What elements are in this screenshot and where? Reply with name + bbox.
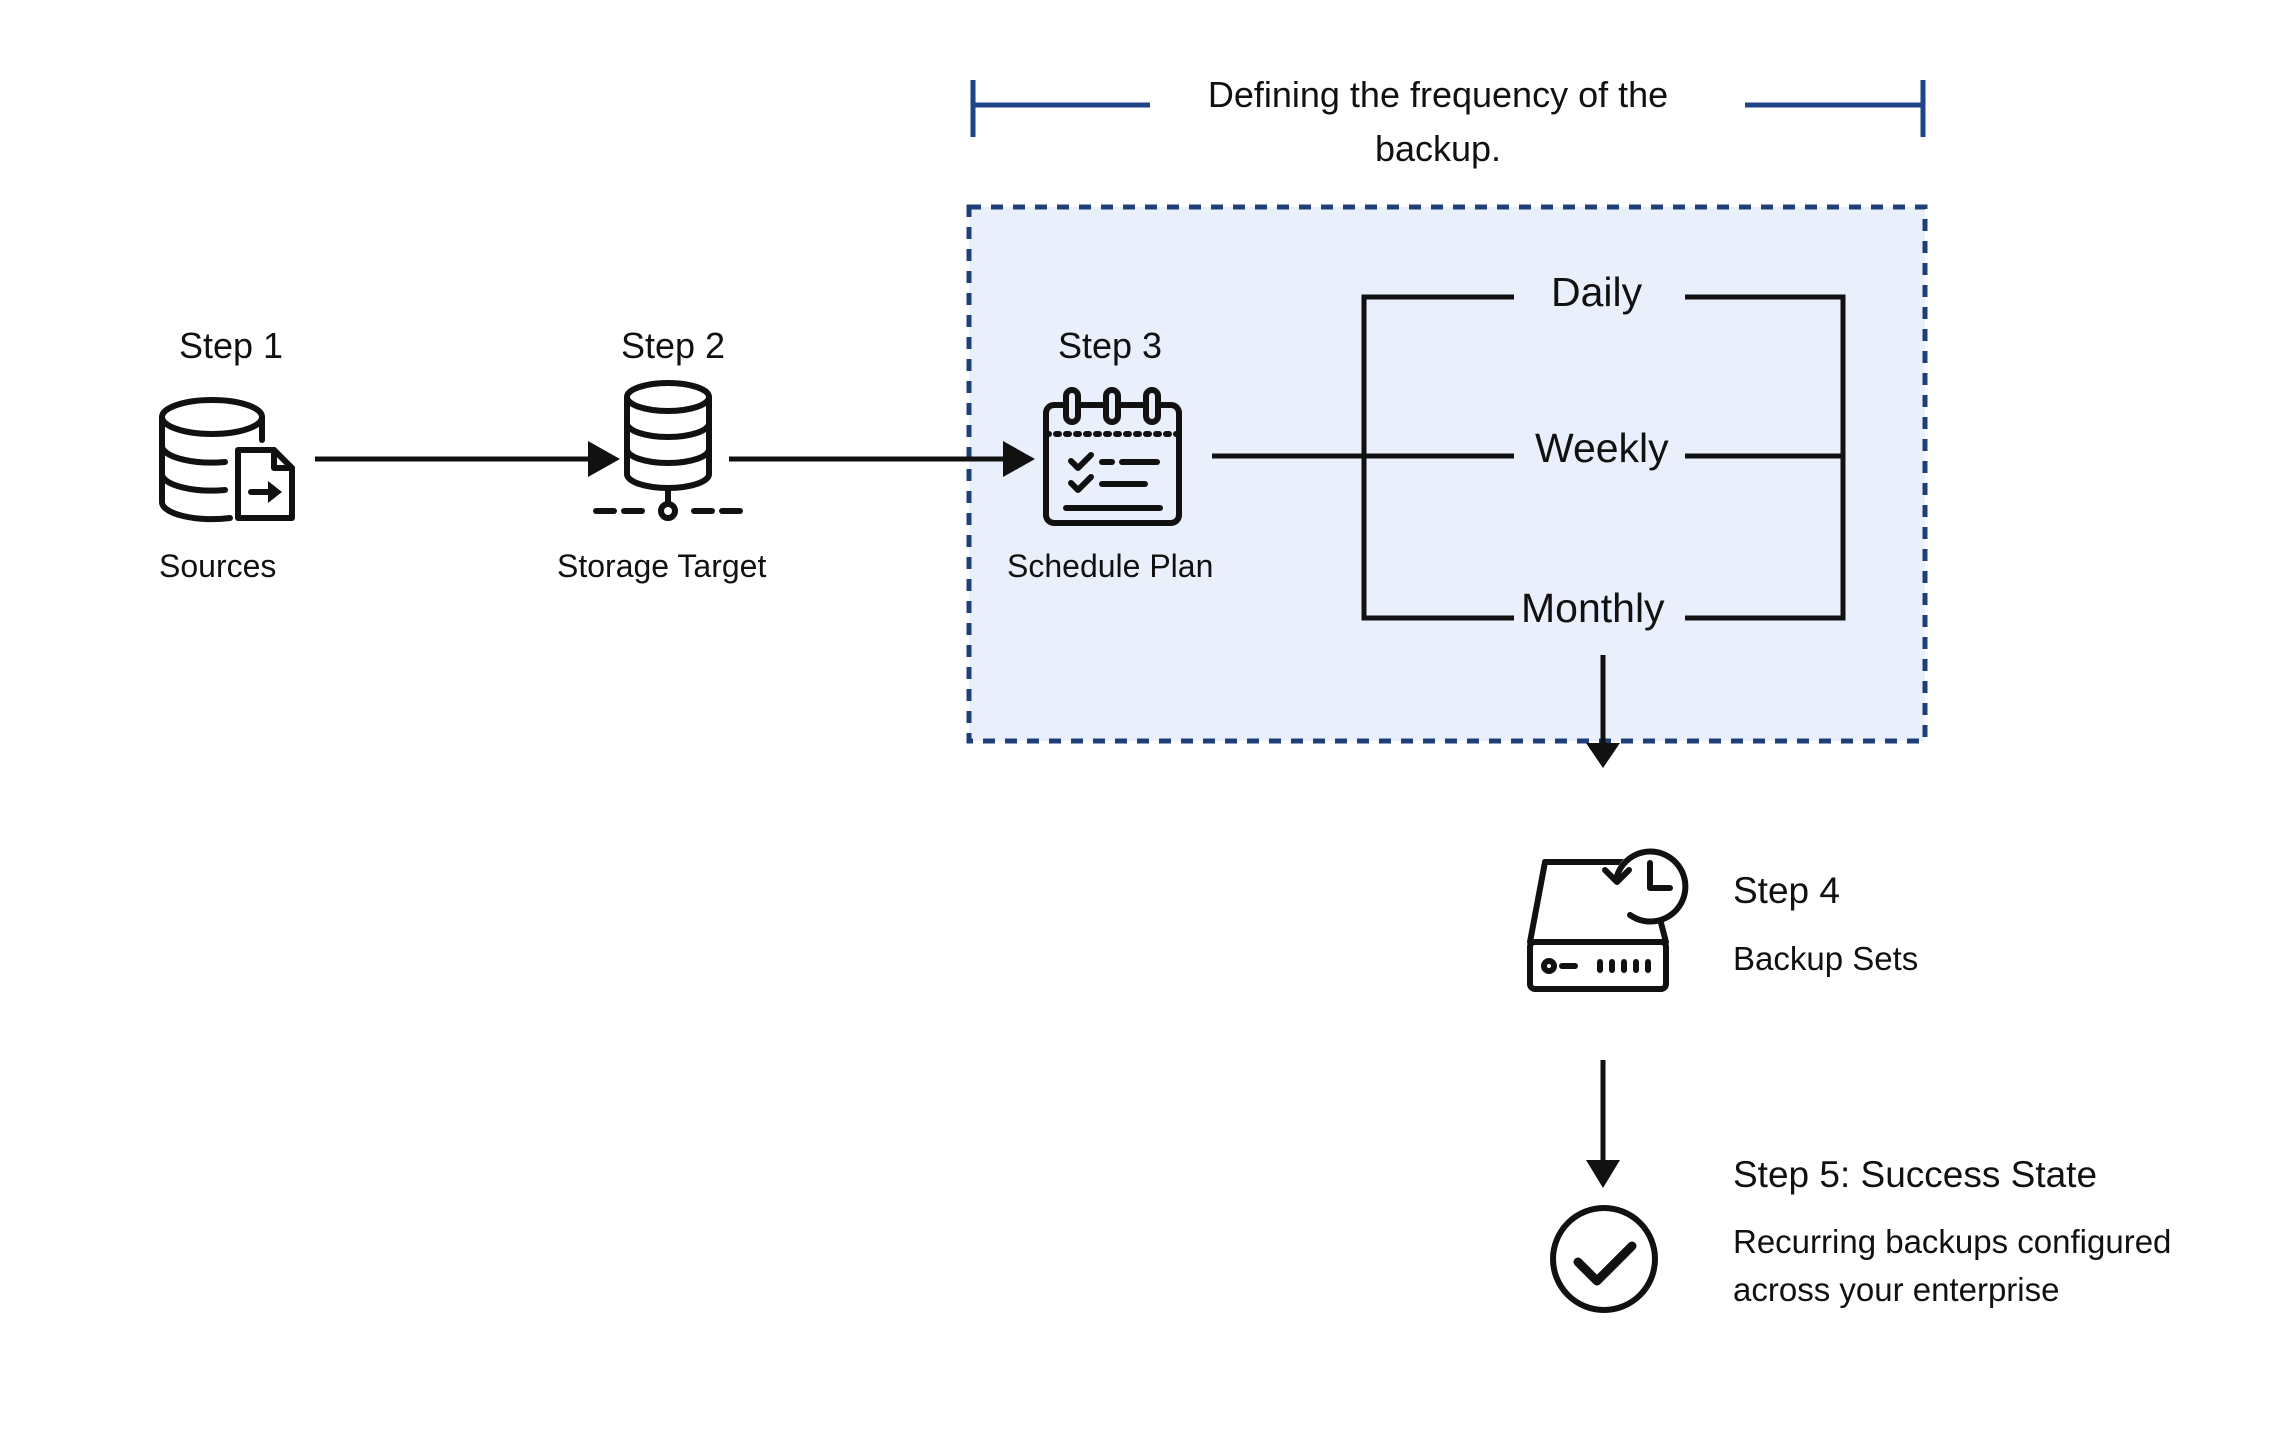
step3-name: Schedule Plan — [1007, 548, 1214, 584]
frequency-caption: Defining the frequency of the backup. — [1207, 74, 1669, 169]
arrow-schedule-to-step4 — [1586, 655, 1620, 768]
frequency-monthly: Monthly — [1521, 585, 1665, 631]
step3-title: Step 3 — [1058, 325, 1163, 366]
step2-title: Step 2 — [621, 325, 726, 366]
arrow-step4-to-step5 — [1586, 1060, 1620, 1188]
check-circle-icon — [1550, 1205, 1658, 1313]
step4-title: Step 4 — [1733, 870, 1840, 911]
frequency-bracket — [970, 80, 1926, 137]
arrow-step1-to-step2 — [315, 441, 620, 477]
hard-drive-clock-icon — [1527, 848, 1689, 992]
arrow-step2-to-step3 — [729, 441, 1035, 477]
step2-name: Storage Target — [557, 548, 767, 584]
step5-name: Recurring backups configured across your… — [1733, 1223, 2172, 1308]
frequency-daily: Daily — [1551, 269, 1643, 315]
database-network-icon — [593, 380, 743, 521]
step4-name: Backup Sets — [1733, 940, 1919, 977]
step5-title: Step 5: Success State — [1733, 1154, 2098, 1195]
step1-name: Sources — [159, 548, 277, 584]
calendar-checklist-icon — [1043, 387, 1182, 526]
step1-title: Step 1 — [179, 325, 284, 366]
schedule-highlight-box — [966, 204, 1928, 744]
frequency-weekly: Weekly — [1535, 425, 1669, 471]
frequency-branch-lines — [1212, 294, 1846, 621]
database-file-icon — [158, 397, 295, 523]
